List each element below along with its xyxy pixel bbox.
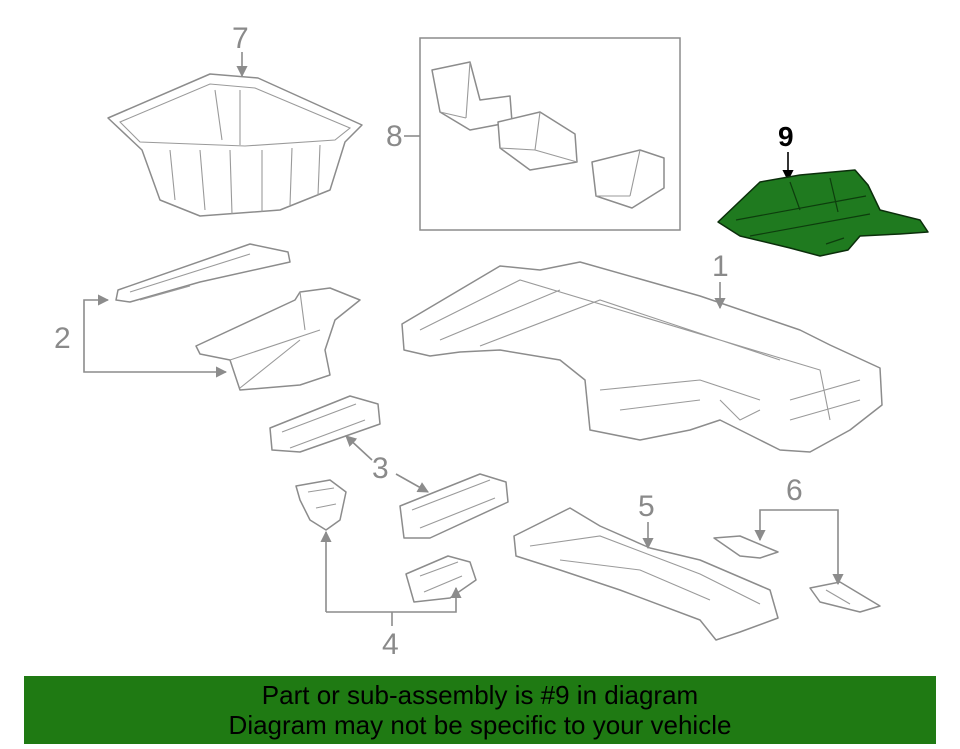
leader-2b — [83, 338, 228, 378]
leader-6a — [754, 509, 796, 542]
callout-8: 8 — [386, 120, 403, 153]
callout-1: 1 — [712, 250, 729, 283]
leader-3b — [395, 473, 429, 493]
leader-2a — [83, 294, 110, 338]
leader-6b — [796, 509, 844, 586]
callout-7: 7 — [232, 22, 249, 55]
part-8-frame — [419, 37, 681, 231]
callout-3: 3 — [372, 452, 389, 485]
part-1-floor-frame — [401, 261, 883, 453]
part-3-channels — [269, 395, 509, 539]
callout-5: 5 — [638, 490, 655, 523]
banner-line-1: Part or sub-assembly is #9 in diagram — [261, 680, 699, 710]
leader-3a — [345, 435, 373, 461]
callout-6: 6 — [786, 474, 803, 507]
banner-line-2: Diagram may not be specific to your vehi… — [228, 710, 732, 740]
part-5-cross-rail — [513, 507, 779, 641]
part-8-brackets — [431, 61, 665, 209]
callout-9: 9 — [778, 121, 794, 152]
part-6-small-brackets — [713, 535, 881, 613]
part-2-rails — [115, 243, 361, 391]
part-7-spare-tire-well — [107, 73, 363, 217]
callout-2: 2 — [54, 322, 71, 355]
leader-4b — [326, 586, 462, 613]
info-banner: Part or sub-assembly is #9 in diagram Di… — [24, 676, 936, 744]
callout-4: 4 — [382, 628, 399, 661]
part-9-floor-panel-highlighted — [717, 169, 929, 257]
